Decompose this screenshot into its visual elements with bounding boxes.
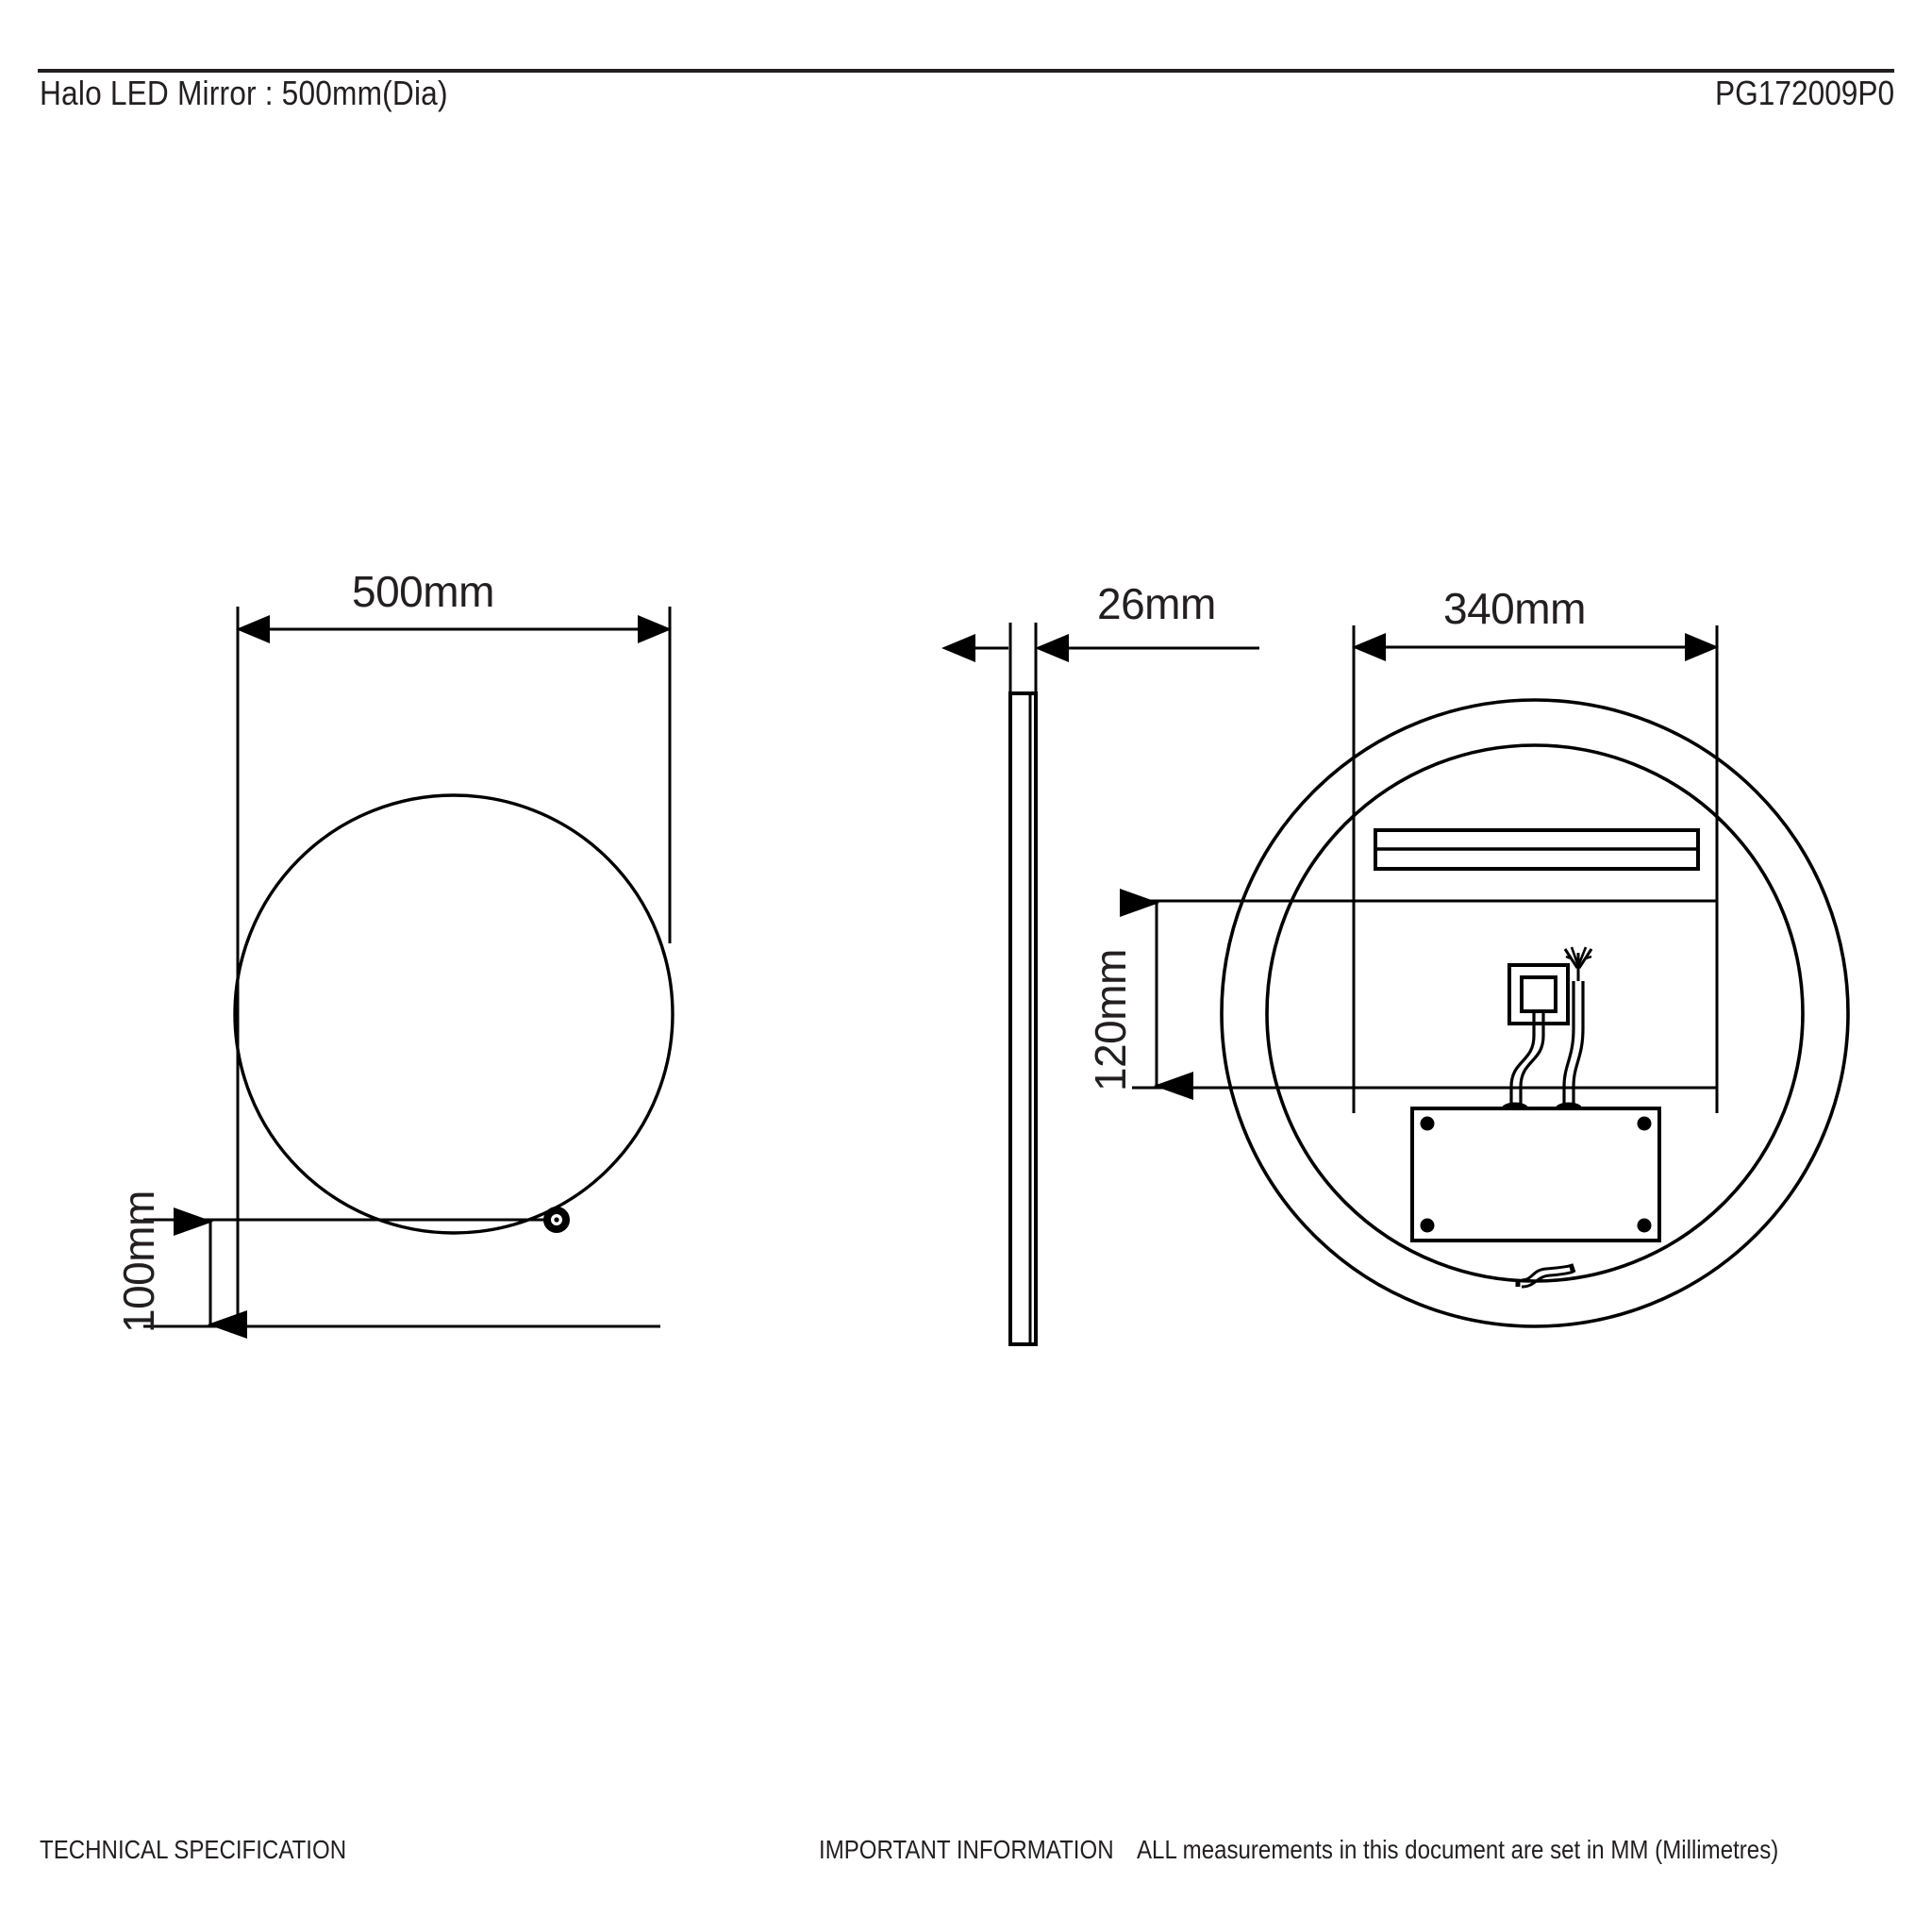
mains-wire-strand-2	[1577, 948, 1593, 969]
rear-sensor-outer-square	[1507, 963, 1570, 1025]
driver-box-group	[1410, 1107, 1661, 1242]
exit-cable-upper-edge	[1521, 1263, 1574, 1282]
mains-wire-strand-tip-2	[1585, 955, 1592, 960]
exit-cable-far-cap	[1568, 1263, 1576, 1274]
page-title: Halo LED Mirror : 500mm(Dia)	[40, 74, 448, 112]
mains-wire-strand-1	[1563, 948, 1579, 969]
exit-cable-lower-edge	[1521, 1270, 1574, 1289]
rear-sensor-inner-square	[1520, 975, 1557, 1013]
driver-screw-bottom-left	[1420, 1218, 1435, 1233]
driver-screw-top-left	[1420, 1116, 1435, 1131]
front-view-group	[143, 607, 675, 1339]
driver-screw-bottom-right	[1637, 1218, 1652, 1233]
footer-important-information: IMPORTANT INFORMATION	[819, 1835, 1114, 1864]
dimension-label-120mm: 120mm	[1086, 949, 1135, 1091]
front-mirror-circle	[233, 793, 675, 1235]
product-code: PG172009P0	[1714, 74, 1894, 112]
footer-measurement-note: ALL measurements in this document are se…	[1137, 1835, 1779, 1864]
dimension-label-100mm: 100mm	[114, 1191, 163, 1333]
mains-cable-left-edge	[1562, 981, 1575, 1108]
sensor-cable-left-edge	[1509, 1011, 1536, 1108]
footer-technical-specification: TECHNICAL SPECIFICATION	[40, 1835, 347, 1864]
rear-view-group	[1120, 625, 1850, 1328]
mains-wire-strand-4	[1576, 946, 1588, 967]
mains-cable-right-edge	[1572, 981, 1585, 1108]
dimension-label-500mm: 500mm	[352, 567, 494, 616]
header-divider	[38, 69, 1894, 73]
dimension-label-26mm: 26mm	[1097, 579, 1216, 628]
rear-outer-circle	[1220, 698, 1850, 1328]
mains-wire-strand-3	[1570, 946, 1580, 967]
dimension-label-340mm: 340mm	[1443, 584, 1586, 633]
mains-wire-strand-tip-1	[1565, 955, 1572, 960]
sensor-cable-right-edge	[1519, 1011, 1545, 1108]
driver-screw-top-right	[1637, 1116, 1652, 1131]
led-light-strip	[1374, 828, 1700, 871]
touch-sensor-center-dot	[554, 1217, 559, 1223]
side-profile-body	[1008, 691, 1038, 1346]
side-view-group	[941, 623, 1259, 1346]
driver-box	[1410, 1107, 1661, 1242]
